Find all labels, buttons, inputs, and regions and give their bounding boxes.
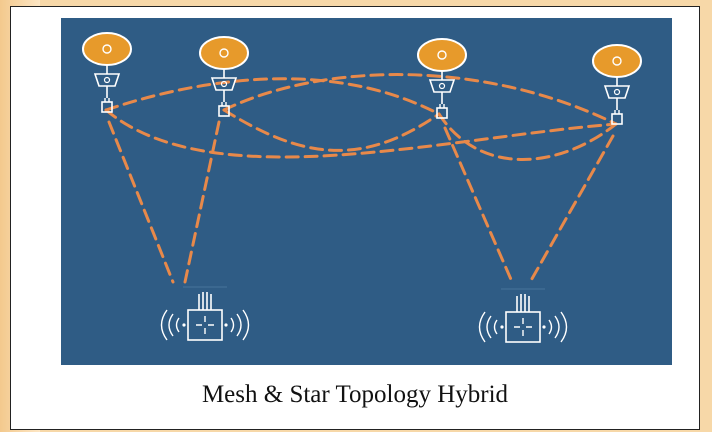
link-node1-node3 [104,77,441,116]
link-node3-node4 [437,112,618,161]
link-node2-node4 [222,73,618,126]
link-node1-node4 [104,108,618,159]
link-node3-gateway2 [443,126,515,286]
sensor-node-icon [199,36,249,117]
sensor-node-icon [82,32,132,113]
link-node4-gateway2 [527,134,615,286]
link-node2-node3 [222,108,441,152]
diagram-canvas [82,32,642,343]
link-node2-gateway1 [183,120,221,284]
topology-diagram [61,18,672,365]
wireless-router-icon [160,285,250,341]
link-node1-gateway1 [107,120,175,284]
sensor-node-icon [417,38,467,119]
figure-caption: Mesh & Star Topology Hybrid [201,381,509,408]
wireless-router-icon [478,287,568,343]
figure-card: Mesh & Star Topology Hybrid [10,6,700,430]
sensor-node-icon [592,44,642,125]
